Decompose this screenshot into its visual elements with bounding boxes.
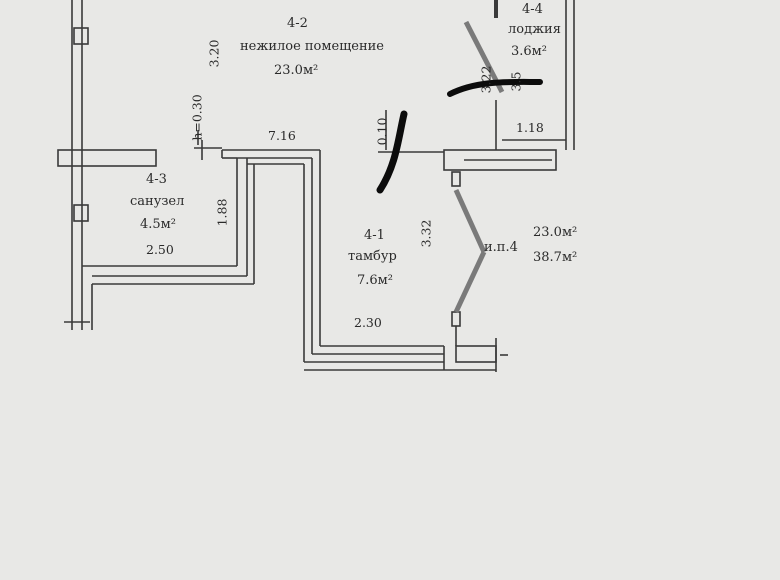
dim-width-716: 7.16 (268, 128, 296, 143)
dim-width-loggia: 1.18 (516, 120, 544, 135)
left-wall-window-bottom (73, 204, 89, 222)
unit-label: и.п.4 (484, 240, 518, 255)
dim-322: 3.22 (478, 65, 494, 94)
unit-area-total: 38.7м² (533, 250, 578, 265)
dim-height-sanuzel: 1.88 (214, 198, 230, 227)
room-4-4-name: лоджия (508, 22, 561, 37)
unit-area-main: 23.0м² (533, 225, 578, 240)
room-4-1-number: 4-1 (364, 228, 385, 243)
room-4-4-number: 4-4 (522, 2, 543, 17)
room-4-1-area: 7.6м² (357, 273, 393, 288)
marker-stroke-left (376, 110, 408, 194)
door-jamb-top (451, 171, 461, 187)
dim-010: 0.10 (374, 117, 390, 146)
door-leaf-top (453, 188, 487, 254)
room-4-3-area: 4.5м² (140, 217, 176, 232)
dim-35: 3.5 (508, 71, 524, 92)
room-4-3-number: 4-3 (146, 172, 167, 187)
entry-block (455, 345, 497, 363)
door-jamb-bottom (451, 311, 461, 327)
marker-stroke-top (447, 78, 543, 97)
room-4-2-area: 23.0м² (274, 63, 319, 78)
dim-height-4-2: 3.20 (206, 39, 222, 68)
dim-width-tambur: 2.30 (354, 315, 382, 330)
right-partition-block (443, 149, 557, 171)
room-4-3-name: санузел (130, 194, 185, 209)
dim-height-tambur: 3.32 (418, 219, 434, 248)
left-wall-window-top (73, 27, 89, 45)
dim-width-sanuzel: 2.50 (146, 242, 174, 257)
room-4-1-name: тамбур (348, 249, 397, 264)
room-4-4-area: 3.6м² (511, 44, 547, 59)
door-leaf-bottom (453, 250, 487, 314)
dim-step-height: h=0.30 (189, 94, 205, 141)
room-4-2-number: 4-2 (287, 16, 308, 31)
room-4-2-name: нежилое помещение (240, 39, 384, 54)
partition-bar (57, 149, 157, 167)
